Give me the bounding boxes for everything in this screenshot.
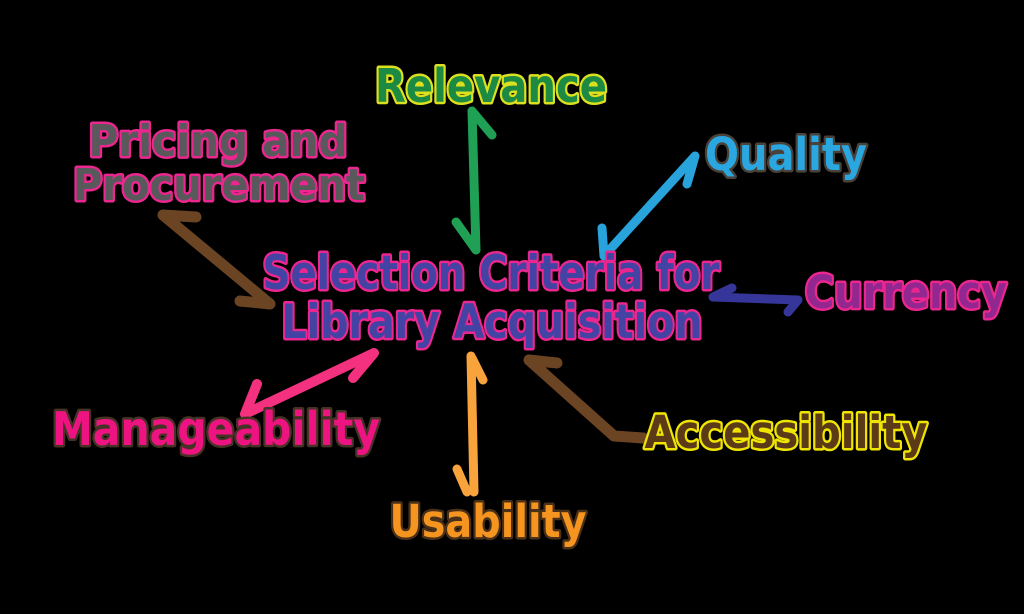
manageability-label: Manageability <box>52 402 380 456</box>
usability-label: Usability <box>390 495 587 548</box>
center-title-line1: Selection Criteria for <box>263 246 721 301</box>
relevance-label: Relevance <box>375 59 607 113</box>
accessibility-label: Accessibility <box>645 406 928 459</box>
pricing-label-line1: Pricing and <box>89 116 348 167</box>
accessibility-arrow <box>523 354 649 444</box>
relevance-arrow <box>451 106 497 255</box>
center-title-line2: Library Acquisition <box>282 295 703 350</box>
usability-arrow <box>452 351 488 497</box>
currency-arrow <box>708 283 803 317</box>
pricing-arrow <box>157 209 276 310</box>
quality-arrow <box>597 151 700 261</box>
quality-label: Quality <box>705 128 867 181</box>
pricing-label-line2: Procurement <box>73 160 365 211</box>
currency-label: Currency <box>805 266 1007 319</box>
manageability-arrow <box>240 348 379 419</box>
